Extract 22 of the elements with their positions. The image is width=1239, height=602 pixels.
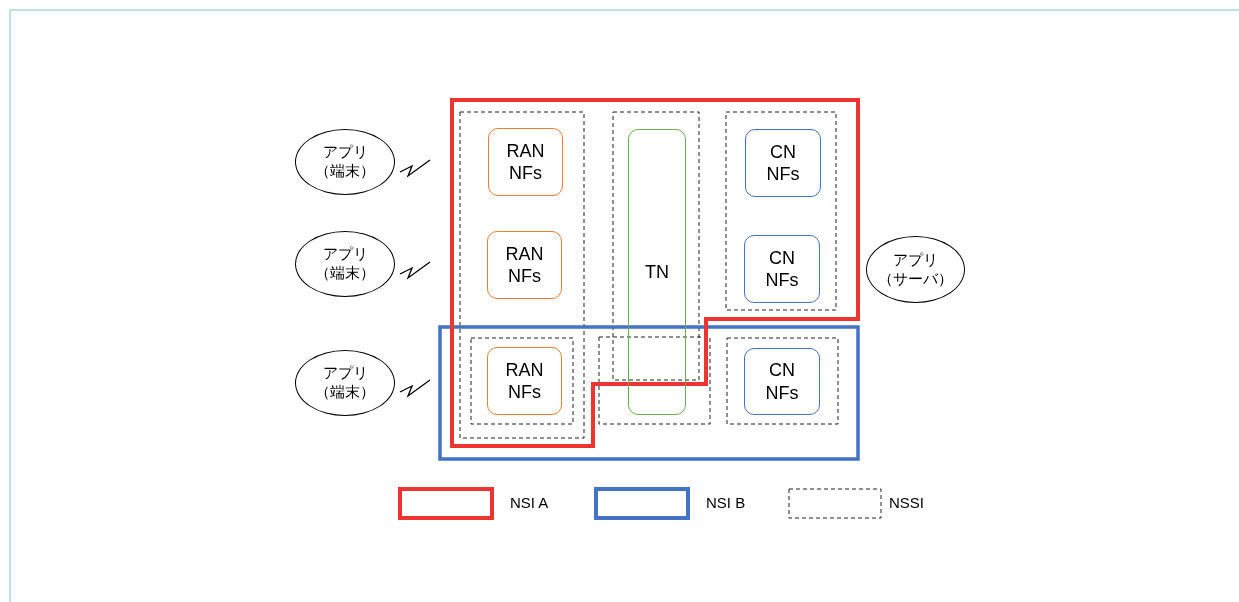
node-label: アプリ（サーバ）	[877, 250, 954, 289]
node-label: RAN NFs	[504, 358, 545, 404]
node-label: TN	[644, 260, 670, 284]
function-box	[488, 128, 563, 196]
node-label: アプリ（端末）	[314, 364, 376, 402]
legend-label: NSI B	[706, 494, 746, 511]
node-label: RAN NFs	[505, 139, 546, 185]
ellipse-node	[866, 236, 965, 303]
node-label: アプリ（端末）	[314, 245, 376, 283]
legend-label: NSSI	[889, 494, 924, 511]
function-box	[487, 347, 562, 415]
node-label: CN NFs	[765, 140, 801, 186]
node-label: アプリ（端末）	[314, 143, 376, 181]
function-box	[487, 231, 562, 299]
legend-label: NSI A	[510, 494, 549, 511]
node-label: CN NFs	[764, 359, 800, 404]
transport-bar	[628, 129, 686, 415]
node-label: RAN NFs	[504, 242, 545, 288]
function-box	[744, 348, 820, 415]
function-box	[745, 129, 821, 197]
node-label: CN NFs	[764, 246, 800, 292]
function-box	[744, 235, 820, 303]
